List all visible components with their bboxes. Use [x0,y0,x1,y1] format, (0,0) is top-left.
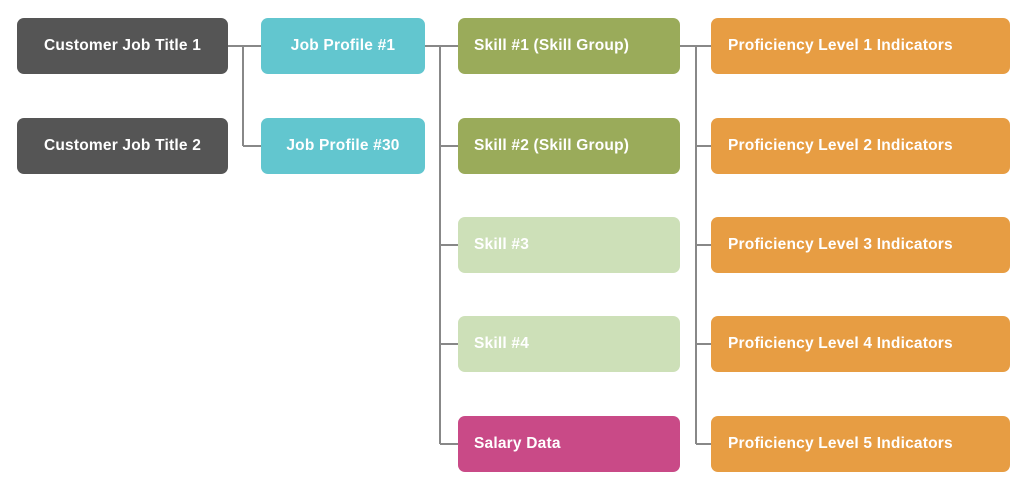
proficiency-level-4: Proficiency Level 4 Indicators [711,316,1010,372]
job-profile-1: Job Profile #1 [261,18,425,74]
job-profile-30: Job Profile #30 [261,118,425,174]
customer-job-title-2: Customer Job Title 2 [17,118,228,174]
proficiency-level-5: Proficiency Level 5 Indicators [711,416,1010,472]
skill-2-group: Skill #2 (Skill Group) [458,118,680,174]
skill-4: Skill #4 [458,316,680,372]
skill-1-group: Skill #1 (Skill Group) [458,18,680,74]
skill-3: Skill #3 [458,217,680,273]
proficiency-level-3: Proficiency Level 3 Indicators [711,217,1010,273]
proficiency-level-2: Proficiency Level 2 Indicators [711,118,1010,174]
proficiency-level-1: Proficiency Level 1 Indicators [711,18,1010,74]
customer-job-title-1: Customer Job Title 1 [17,18,228,74]
salary-data: Salary Data [458,416,680,472]
